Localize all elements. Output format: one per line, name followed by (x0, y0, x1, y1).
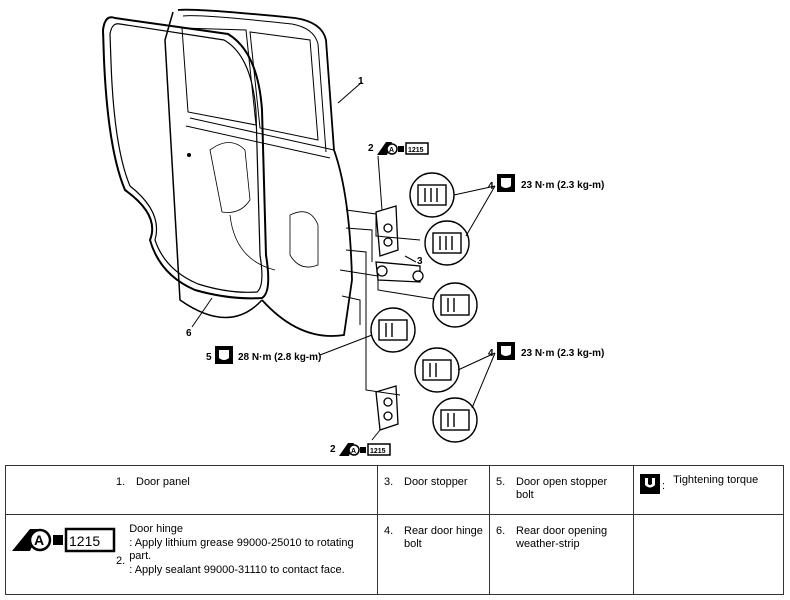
legend-item-1: 1. Door panel (5, 465, 378, 515)
lower-bolt-torque-callout: 4 23 N·m (2.3 kg-m) (457, 342, 604, 409)
svg-text:A: A (389, 147, 394, 154)
svg-text:2: 2 (368, 143, 374, 154)
hinge-bolt-upper-2 (424, 220, 470, 266)
weather-strip (101, 16, 270, 300)
legend-torque: : Tightening torque (633, 465, 784, 515)
hinge-bolt-upper-1 (409, 172, 455, 218)
callout-1: 1 (358, 76, 364, 87)
svg-text:23 N·m (2.3 kg-m): 23 N·m (2.3 kg-m) (521, 348, 604, 359)
svg-text:28 N·m (2.8 kg-m): 28 N·m (2.8 kg-m) (238, 352, 321, 363)
stopper-bolt-lower (370, 307, 416, 353)
legend-item-5: 5. Door open stopper bolt (489, 465, 634, 515)
svg-text:A: A (34, 532, 44, 548)
legend-item-4: 4. Rear door hinge bolt (377, 514, 490, 595)
hinge-bolt-lower-1 (414, 347, 460, 393)
stopper-bolt (432, 282, 478, 328)
svg-text:2: 2 (330, 444, 336, 455)
door-panel (164, 8, 353, 337)
svg-text:4: 4 (488, 348, 494, 359)
legend-item-2: A 1215 2. Door hinge : Apply lithium gre… (5, 514, 378, 595)
svg-text:1215: 1215 (370, 448, 386, 455)
svg-text:5: 5 (206, 352, 212, 363)
callout-6: 6 (186, 328, 192, 339)
legend-item-6: 6. Rear door opening weather-strip (489, 514, 634, 595)
svg-text:1215: 1215 (408, 147, 424, 154)
stopper-bolt-torque-callout: 5 28 N·m (2.8 kg-m) (206, 334, 373, 364)
legend-table: 1. Door panel 3. Door stopper 5. Door op… (5, 465, 784, 595)
legend-item-3: 3. Door stopper (377, 465, 490, 515)
hinge-bolt-lower-2 (432, 397, 478, 443)
svg-text:1215: 1215 (69, 533, 100, 549)
svg-text:23 N·m (2.3 kg-m): 23 N·m (2.3 kg-m) (521, 180, 604, 191)
svg-text:A: A (351, 448, 356, 455)
lower-hinge-grease-symbol: 2 A 1215 (330, 443, 391, 456)
rear-door-exploded-diagram: 1 6 2 A 1215 3 2 A 1215 (101, 8, 604, 456)
upper-bolt-torque-callout: 4 23 N·m (2.3 kg-m) (453, 174, 604, 237)
callout-3: 3 (417, 256, 423, 267)
upper-hinge (375, 205, 399, 257)
lower-hinge (375, 385, 399, 431)
torque-icon (640, 474, 660, 494)
upper-hinge-grease-symbol: 2 A 1215 (368, 142, 429, 155)
door-stopper (375, 261, 424, 283)
svg-text:4: 4 (488, 181, 494, 192)
legend-empty-cell (633, 514, 784, 595)
grease-symbol-icon: A 1215 (12, 527, 116, 553)
